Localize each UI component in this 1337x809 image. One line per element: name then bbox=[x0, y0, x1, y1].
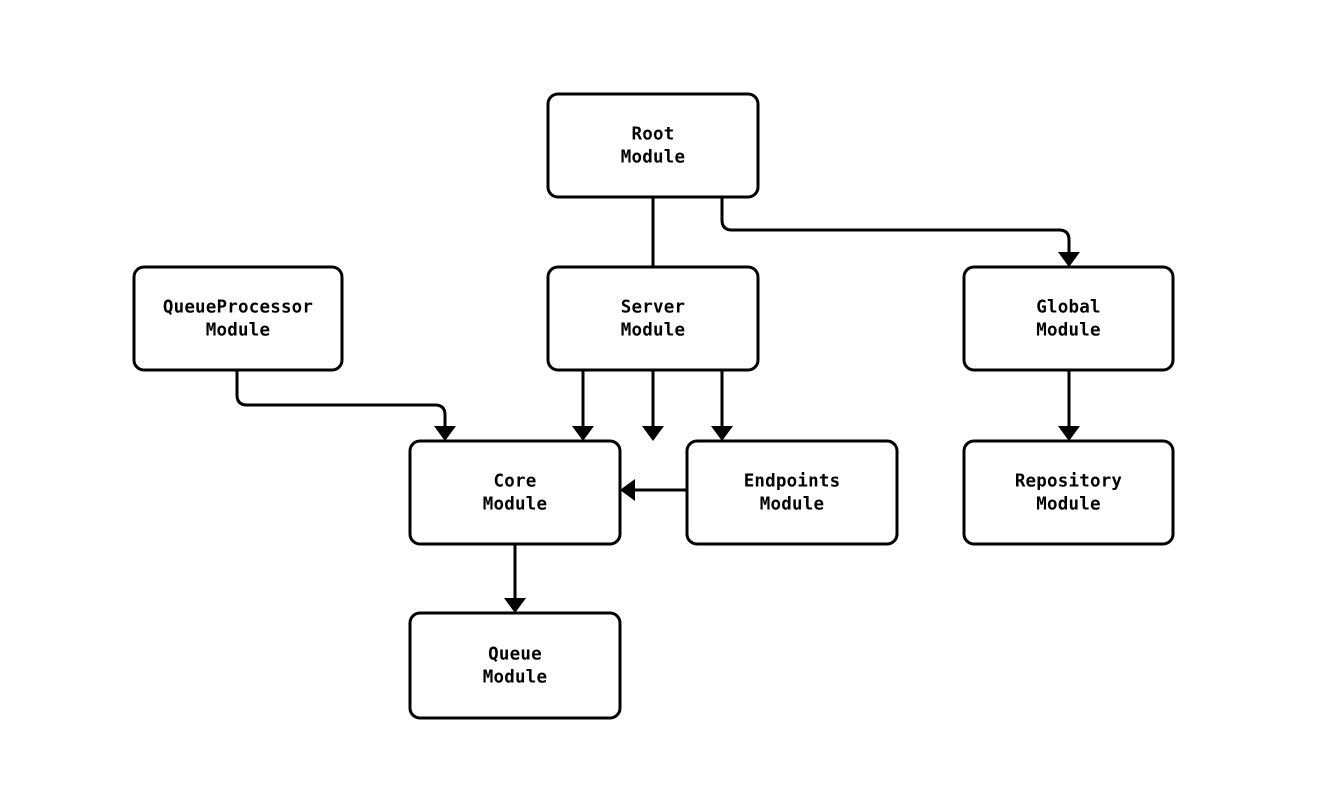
repository-module-node-box[interactable] bbox=[962, 439, 1175, 546]
edge-core-to-queue-arrowhead-icon bbox=[504, 598, 526, 613]
root-module-node-label-line2: Module bbox=[621, 148, 685, 168]
queue-module-node-label-line1: Queue bbox=[488, 645, 542, 665]
repository-module-node-label-line1: Repository bbox=[1015, 472, 1123, 492]
server-module-node-label-line1: Server bbox=[621, 298, 685, 318]
edge-endpoints-to-core bbox=[620, 479, 687, 501]
server-module-node-box[interactable] bbox=[546, 265, 760, 372]
edge-queueprocessor-to-core-arrowhead-icon bbox=[434, 426, 456, 441]
server-module-node-label-line2: Module bbox=[621, 321, 685, 341]
root-module-node-label-line1: Root bbox=[632, 125, 675, 145]
edge-global-to-repository-arrowhead-icon bbox=[1058, 426, 1080, 441]
queueprocessor-module-node-label-line2: Module bbox=[206, 321, 270, 341]
edge-root-to-global-line bbox=[720, 197, 1071, 256]
edge-root-to-global bbox=[720, 197, 1080, 267]
endpoints-module-node-label-line1: Endpoints bbox=[744, 472, 841, 492]
core-module-node-box[interactable] bbox=[408, 439, 622, 546]
edge-server-to-core-arrowhead-icon bbox=[572, 426, 594, 441]
edge-server-to-core bbox=[572, 370, 594, 441]
queue-module-node-label-line2: Module bbox=[483, 668, 547, 688]
nodes-layer: RootModuleQueueProcessorModuleServerModu… bbox=[132, 92, 1175, 720]
global-module-node-box[interactable] bbox=[962, 265, 1175, 372]
queueprocessor-module-node-label-line1: QueueProcessor bbox=[163, 298, 313, 318]
global-module-node-label-line2: Module bbox=[1036, 321, 1100, 341]
endpoints-module-node-box[interactable] bbox=[685, 439, 899, 546]
edge-endpoints-to-core-arrowhead-icon bbox=[620, 479, 635, 501]
edge-core-to-queue bbox=[504, 544, 526, 613]
edge-queueprocessor-to-core bbox=[235, 370, 456, 441]
global-module-node-label-line1: Global bbox=[1036, 298, 1100, 318]
edge-root-to-global-arrowhead-icon bbox=[1058, 252, 1080, 267]
edge-queueprocessor-to-core-line bbox=[235, 370, 447, 430]
endpoints-module-node-label-line2: Module bbox=[760, 495, 824, 515]
core-module-node-label-line1: Core bbox=[494, 472, 537, 492]
root-module-node-box[interactable] bbox=[546, 92, 760, 199]
repository-module-node-label-line2: Module bbox=[1036, 495, 1100, 515]
edge-server-to-endpoints bbox=[711, 370, 733, 441]
edge-global-to-repository bbox=[1058, 370, 1080, 441]
core-module-node-label-line2: Module bbox=[483, 495, 547, 515]
edge-server-to-endpoints-arrowhead-icon bbox=[711, 426, 733, 441]
queue-module-node-box[interactable] bbox=[408, 611, 622, 720]
edge-root-to-server-arrowhead-icon bbox=[642, 426, 664, 441]
edges-layer bbox=[235, 197, 1080, 613]
queueprocessor-module-node-box[interactable] bbox=[132, 265, 344, 372]
